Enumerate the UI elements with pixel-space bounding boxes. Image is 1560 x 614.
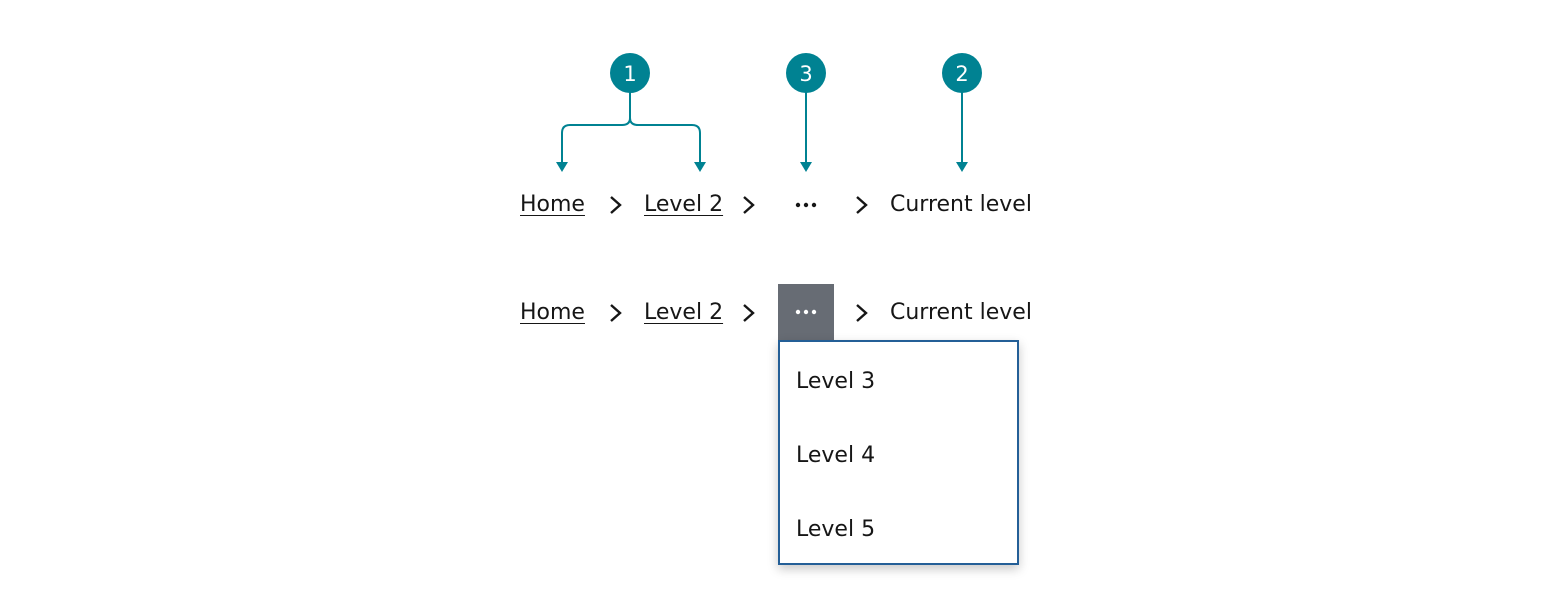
- breadcrumb-level2-link[interactable]: Level 2: [644, 192, 724, 217]
- breadcrumb-home-link[interactable]: Home: [520, 192, 585, 217]
- breadcrumb-home-link[interactable]: Home: [520, 300, 585, 325]
- chevron-right-icon: [743, 196, 755, 214]
- chevron-right-icon: [856, 196, 868, 214]
- arrowhead-3: [800, 162, 812, 172]
- arrowhead-1b: [694, 162, 706, 172]
- overflow-menu-button[interactable]: [778, 284, 834, 340]
- ellipsis-icon: [795, 309, 817, 315]
- chevron-right-icon: [610, 196, 622, 214]
- overflow-menu-item-level-3[interactable]: Level 3: [796, 369, 876, 394]
- leader-line-1: [561, 92, 631, 163]
- overflow-menu: Level 3 Level 4 Level 5: [778, 340, 1019, 565]
- marker-2-label: 2: [955, 62, 968, 86]
- arrowhead-2: [956, 162, 968, 172]
- marker-3-label: 3: [799, 62, 812, 86]
- ellipsis-icon[interactable]: [786, 190, 826, 220]
- overflow-menu-item-level-5[interactable]: Level 5: [796, 517, 876, 542]
- breadcrumb-current-level: Current level: [890, 300, 1032, 325]
- breadcrumb-current-level: Current level: [890, 192, 1032, 217]
- chevron-right-icon: [743, 304, 755, 322]
- leader-line-1b: [629, 117, 701, 163]
- marker-3: [786, 53, 826, 93]
- chevron-right-icon: [856, 304, 868, 322]
- marker-1-label: 1: [623, 62, 636, 86]
- breadcrumb-level2-link[interactable]: Level 2: [644, 300, 724, 325]
- overflow-menu-item-level-4[interactable]: Level 4: [796, 443, 876, 468]
- marker-1: [610, 53, 650, 93]
- arrowhead-1a: [556, 162, 568, 172]
- chevron-right-icon: [610, 304, 622, 322]
- marker-2: [942, 53, 982, 93]
